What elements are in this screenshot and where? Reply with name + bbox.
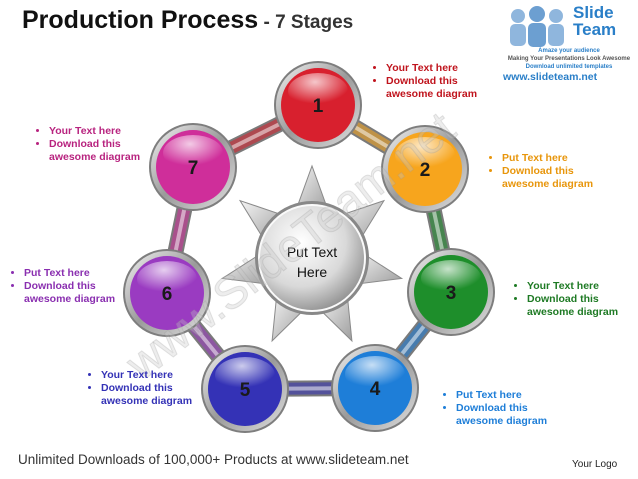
callout-item: Your Text here [386,62,506,75]
callout-item: awesome diagram [49,151,141,163]
callout-item: Download this [386,75,506,88]
stage-1: 1 [274,61,362,149]
callout-item: awesome diagram [527,306,619,318]
stage-number: 3 [446,283,457,304]
stage-shine [345,356,405,392]
callout-item: Download this [101,382,221,395]
stage-shine [395,137,455,173]
stage-7: 7 [149,123,237,211]
logo-url: www.slideteam.net [503,71,598,83]
callout-item: Put Text here [24,267,144,280]
title-main: Production Process [22,6,259,34]
your-logo-placeholder: Your Logo [572,459,618,470]
stage-2: 2 [381,125,469,213]
stage-shine [137,261,197,297]
callout-stage-5: Your Text here Download this awesome dia… [83,369,221,408]
people-icon [510,6,564,47]
stage-shine [288,73,348,109]
callout-stage-1: Your Text here Download this awesome dia… [368,62,506,101]
center-text-line1: Put Text [287,244,337,260]
stage-6: 6 [123,249,211,337]
callout-item: awesome diagram [456,415,548,427]
stage-5: 5 [201,345,289,433]
callout-stage-2: Put Text here Download this awesome diag… [484,152,622,191]
center-text-line2: Here [297,264,328,280]
callout-item: Download this [527,293,638,306]
callout-item: awesome diagram [101,395,193,407]
footer-text: Unlimited Downloads of 100,000+ Products… [18,452,409,467]
stage-4: 4 [331,344,419,432]
callout-item: Download this [49,138,169,151]
stage-number: 2 [420,160,431,181]
callout-item: Your Text here [527,280,638,293]
callout-stage-3: Your Text here Download this awesome dia… [509,280,638,319]
center-hub: Put Text Here [255,201,369,315]
stage-number: 5 [240,380,251,401]
stage-number: 1 [313,96,324,117]
callout-item: awesome diagram [386,88,478,100]
callout-item: Download this [24,280,144,293]
callout-stage-4: Put Text here Download this awesome diag… [438,389,576,428]
callout-item: Put Text here [456,389,576,402]
callout-item: Your Text here [101,369,221,382]
stage-shine [163,135,223,171]
callout-item: Put Text here [502,152,622,165]
title-sub: 7 Stages [275,12,354,33]
stage-number: 6 [162,284,173,305]
title-separator: - [258,12,276,33]
stage-3: 3 [407,248,495,336]
stage-number: 4 [370,379,381,400]
callout-item: Download this [502,165,622,178]
stage-number: 7 [188,158,199,179]
callout-item: awesome diagram [502,178,594,190]
callout-item: Your Text here [49,125,169,138]
stage-shine [215,357,275,393]
callout-stage-6: Put Text here Download this awesome diag… [6,267,144,306]
page-title: Production Process - 7 Stages [22,6,353,35]
callout-item: awesome diagram [24,293,116,305]
stage-shine [421,260,481,296]
callout-item: Download this [456,402,576,415]
callout-stage-7: Your Text here Download this awesome dia… [31,125,169,164]
